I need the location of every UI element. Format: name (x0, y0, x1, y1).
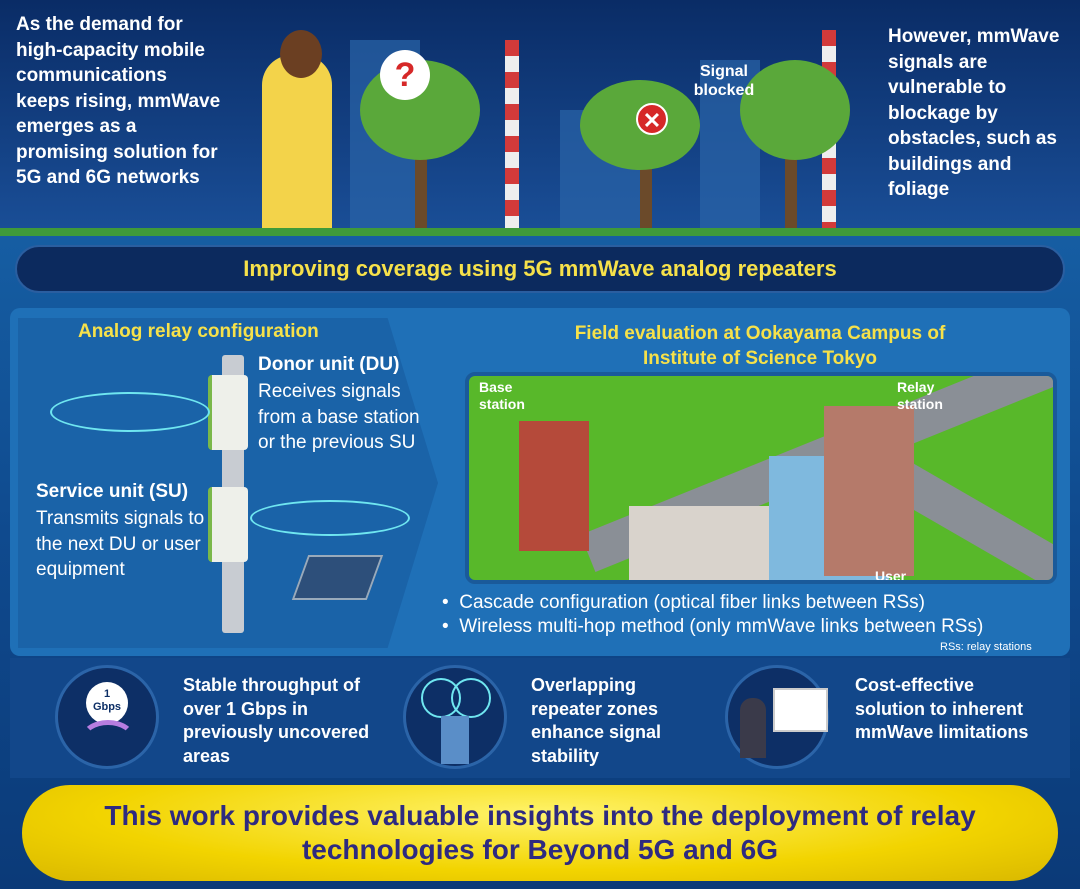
field-heading: Field evaluation at Ookayama Campus of In… (460, 321, 1060, 371)
analog-heading: Analog relay configuration (78, 321, 319, 342)
su-title: Service unit (SU) (36, 481, 189, 502)
intro-text: As the demand for high-capacity mobile c… (16, 14, 221, 188)
donor-unit-icon (208, 375, 248, 450)
bullet-item: • Cascade configuration (optical fiber l… (442, 592, 925, 613)
blockage-text: However, mmWave signals are vulnerable t… (888, 26, 1060, 200)
feature-cost: Cost-effective solution to inherent mmWa… (855, 675, 1029, 742)
base-station-label: Base station (479, 379, 525, 412)
relay-station-label: Relay station (897, 379, 943, 412)
presentation-icon (725, 665, 829, 769)
beam-icon (250, 500, 410, 536)
person-head (280, 30, 322, 78)
signal-blocked-label: Signal blocked (693, 63, 755, 99)
campus-building (824, 406, 914, 576)
du-text: Receives signals from a base station or … (258, 381, 420, 453)
person-illustration (262, 55, 332, 235)
tree-icon (740, 60, 850, 160)
beam-icon (50, 392, 210, 432)
overlapping-zones-icon (403, 665, 507, 769)
field-bullets: • Cascade configuration (optical fiber l… (442, 591, 983, 639)
field-heading-line1: Field evaluation at Ookayama Campus of (574, 323, 946, 344)
question-bubble-icon: ? (380, 50, 430, 100)
feature-overlap: Overlapping repeater zones enhance signa… (531, 675, 662, 766)
conclusion-banner: This work provides valuable insights int… (22, 785, 1058, 881)
base-station-building (519, 421, 589, 551)
conclusion-text: This work provides valuable insights int… (104, 800, 976, 865)
features-row (10, 658, 1070, 778)
su-text: Transmits signals to the next DU or user… (36, 508, 205, 580)
bullet-item: • Wireless multi-hop method (only mmWave… (442, 616, 984, 637)
top-banner: ? ✕ Signal blocked As the demand for hig… (0, 0, 1080, 236)
cell-tower-icon (505, 40, 519, 230)
user-label: User (875, 568, 907, 584)
blocked-x-icon: ✕ (636, 103, 668, 135)
campus-map-illustration: Base station Relay station User (465, 372, 1057, 584)
service-unit-icon (208, 487, 248, 562)
field-heading-line2: Institute of Science Tokyo (642, 348, 878, 369)
footnote: RSs: relay stations (940, 641, 1032, 653)
feature-throughput: Stable throughput of over 1 Gbps in prev… (183, 675, 370, 766)
section-title: Improving coverage using 5G mmWave analo… (15, 245, 1065, 293)
du-title: Donor unit (DU) (258, 354, 400, 375)
